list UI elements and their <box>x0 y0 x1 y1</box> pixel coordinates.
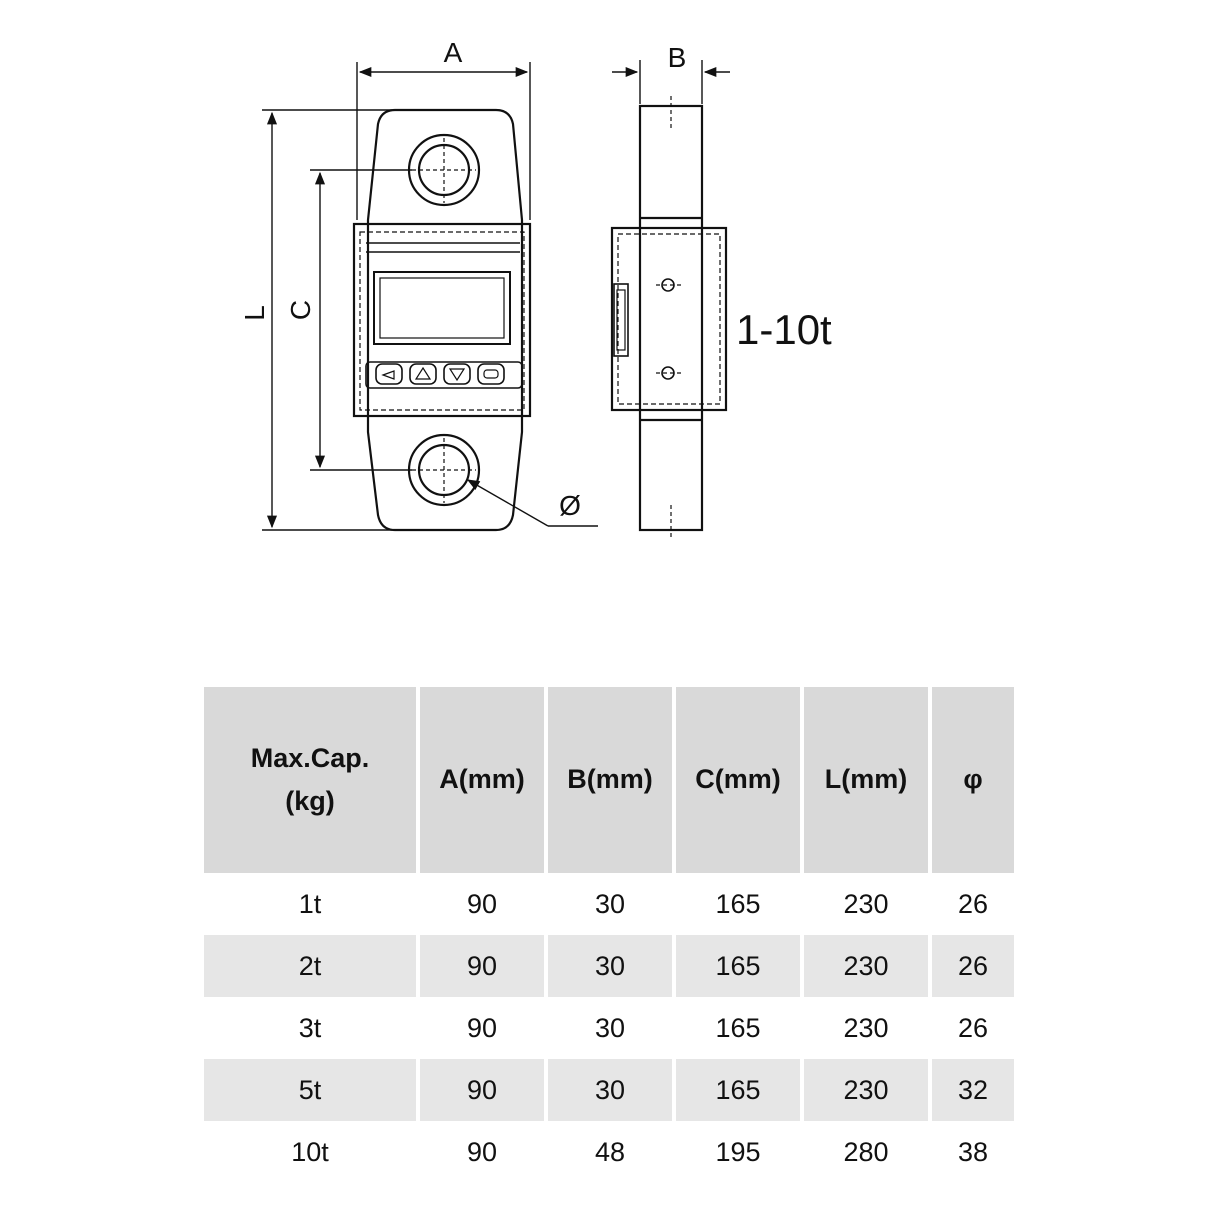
cell-cap: 2t <box>204 935 416 997</box>
header-l: L(mm) <box>804 687 928 873</box>
header-max-cap: Max.Cap. (kg) <box>204 687 416 873</box>
cell-cap: 5t <box>204 1059 416 1121</box>
side-view <box>610 96 728 540</box>
cell-l: 230 <box>843 1012 889 1043</box>
front-body-outline <box>366 108 524 532</box>
cell-cap: 10t <box>291 1136 329 1167</box>
cell-c: 165 <box>715 1012 761 1043</box>
cell-phi: 32 <box>932 1059 1014 1121</box>
header-a-text: A(mm) <box>439 764 525 795</box>
side-battery-cover <box>613 283 629 357</box>
table-row: 3t 90 30 165 230 26 <box>204 997 1014 1059</box>
cell-c: 165 <box>676 935 800 997</box>
cell-a: 90 <box>466 1012 498 1043</box>
keypad-strip <box>365 361 523 389</box>
table-row: 10t 90 48 195 280 38 <box>204 1121 1014 1183</box>
lcd-screen <box>373 271 511 345</box>
cell-cap: 1t <box>298 888 322 919</box>
header-b-text: B(mm) <box>567 764 653 795</box>
label-a: A <box>444 37 463 68</box>
label-c: C <box>285 300 316 320</box>
table-row: 5t 90 30 165 230 32 <box>204 1059 1014 1121</box>
dimension-b <box>612 60 730 104</box>
spec-table: Max.Cap. (kg) A(mm) B(mm) C(mm) L(mm) φ … <box>200 687 1018 1183</box>
cell-a: 90 <box>420 935 544 997</box>
cell-cap: 3t <box>298 1012 322 1043</box>
table-header-row: Max.Cap. (kg) A(mm) B(mm) C(mm) L(mm) φ <box>204 687 1014 873</box>
cell-phi: 26 <box>932 935 1014 997</box>
header-phi-text: φ <box>963 764 983 795</box>
cell-phi: 38 <box>957 1136 989 1167</box>
technical-drawing: A B L C Ø 1-10t <box>239 37 832 540</box>
table-row: 2t 90 30 165 230 26 <box>204 935 1014 997</box>
header-max-cap-line2: (kg) <box>285 786 335 816</box>
header-c: C(mm) <box>676 687 800 873</box>
cell-a: 90 <box>420 1059 544 1121</box>
header-l-text: L(mm) <box>824 764 908 795</box>
cell-c: 165 <box>715 888 761 919</box>
cell-b: 48 <box>594 1136 626 1167</box>
label-b: B <box>668 42 687 73</box>
cell-l: 230 <box>804 935 928 997</box>
cell-b: 30 <box>548 935 672 997</box>
display-housing <box>352 222 532 418</box>
cell-c: 195 <box>715 1136 761 1167</box>
cell-b: 30 <box>594 1012 626 1043</box>
header-max-cap-line1: Max.Cap. <box>250 742 370 773</box>
side-screws <box>661 278 675 380</box>
side-plate <box>638 104 704 532</box>
side-housing <box>610 226 728 412</box>
cell-b: 30 <box>594 888 626 919</box>
cell-a: 90 <box>466 1136 498 1167</box>
label-capacity-range: 1-10t <box>736 306 832 353</box>
cell-phi: 26 <box>957 888 989 919</box>
label-l: L <box>239 305 270 321</box>
header-a: A(mm) <box>420 687 544 873</box>
cell-l: 230 <box>843 888 889 919</box>
cell-l: 230 <box>804 1059 928 1121</box>
cell-b: 30 <box>548 1059 672 1121</box>
header-b: B(mm) <box>548 687 672 873</box>
cell-a: 90 <box>466 888 498 919</box>
header-c-text: C(mm) <box>695 764 781 795</box>
table-row: 1t 90 30 165 230 26 <box>204 873 1014 935</box>
cell-c: 165 <box>676 1059 800 1121</box>
front-view <box>352 108 532 532</box>
dimension-lines <box>262 62 598 531</box>
cell-phi: 26 <box>957 1012 989 1043</box>
label-diameter: Ø <box>559 490 581 521</box>
header-phi: φ <box>932 687 1014 873</box>
cell-l: 280 <box>843 1136 889 1167</box>
keypad-buttons <box>375 363 505 385</box>
